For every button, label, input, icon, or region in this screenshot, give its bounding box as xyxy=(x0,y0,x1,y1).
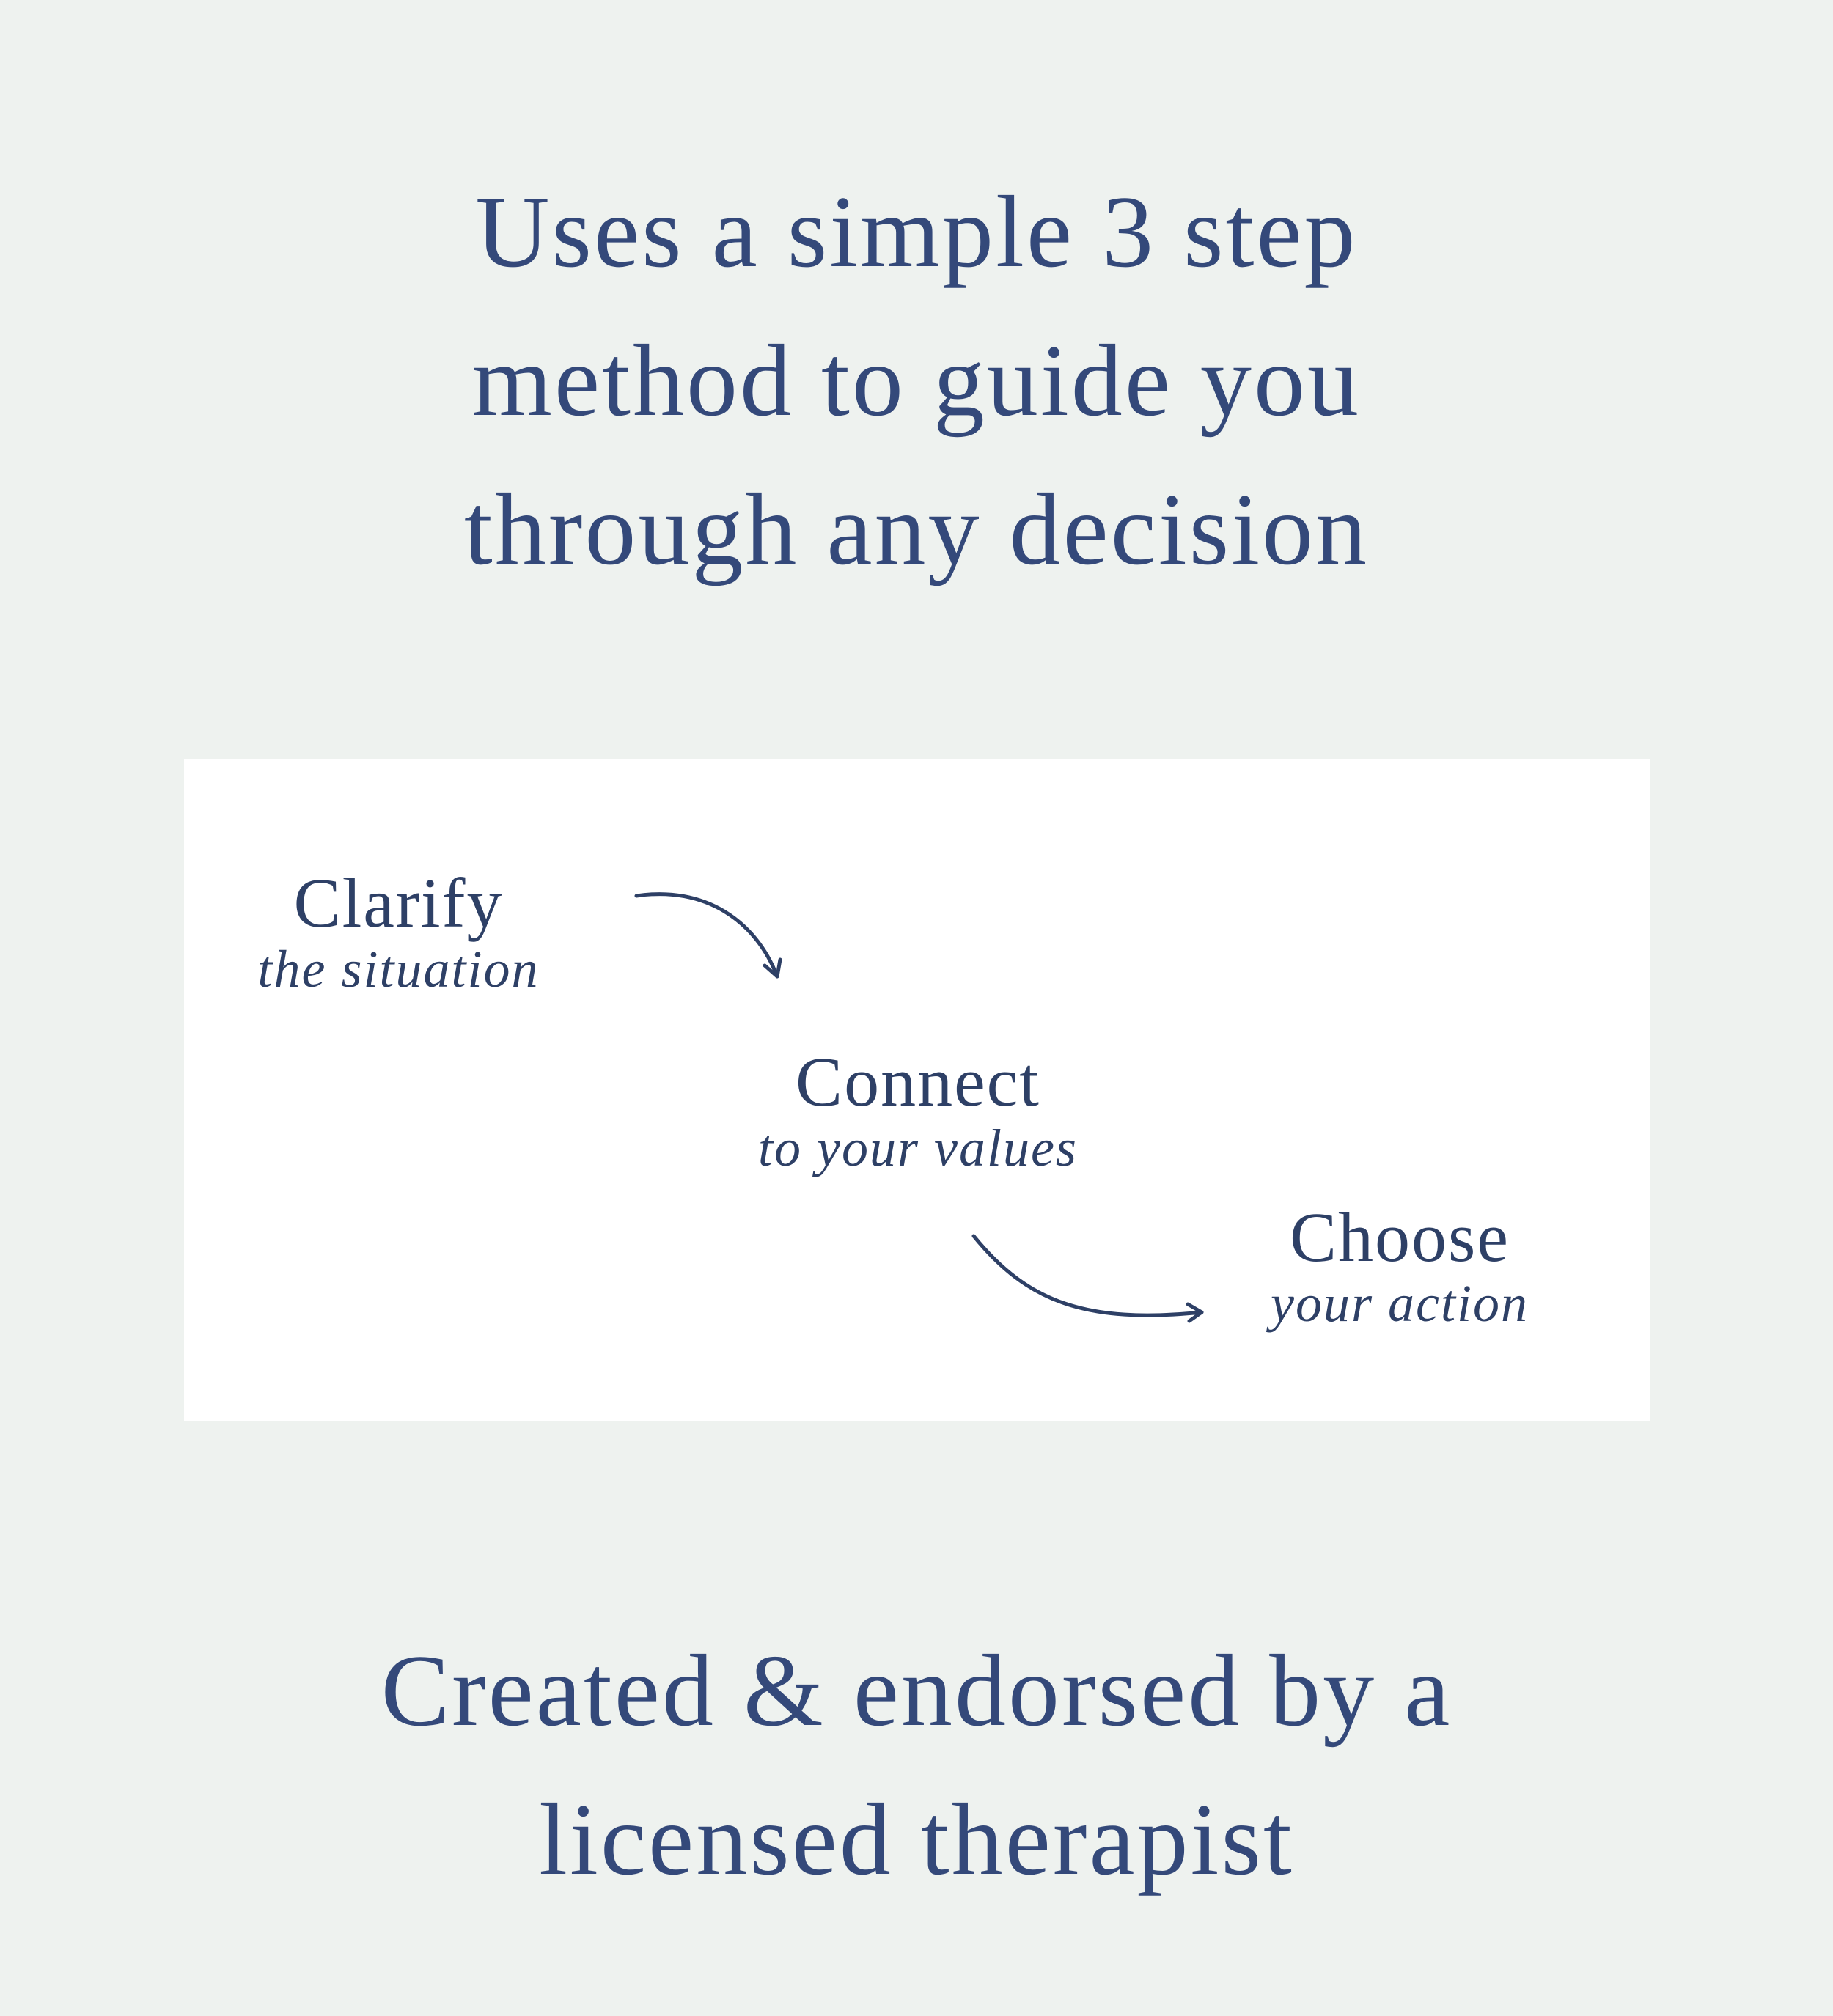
headline-top-line-2: method to guide you xyxy=(472,324,1361,438)
step-clarify-title: Clarify xyxy=(293,864,504,942)
steps-diagram-panel: Clarify the situation Connect to your va… xyxy=(184,759,1650,1421)
step-clarify-subtitle: the situation xyxy=(257,939,540,998)
headline-top-line-1: Uses a simple 3 step xyxy=(475,175,1358,289)
headline-bottom-line-1: Created & endorsed by a xyxy=(381,1634,1452,1748)
step-choose: Choose your action xyxy=(1257,1198,1543,1333)
headline-bottom: Created & endorsed by a licensed therapi… xyxy=(0,1616,1833,1914)
headline-top: Uses a simple 3 step method to guide you… xyxy=(0,158,1833,604)
headline-top-line-3: through any decision xyxy=(463,473,1370,586)
step-connect: Connect to your values xyxy=(742,1045,1094,1177)
arrow-clarify-to-connect-icon xyxy=(634,892,782,979)
step-clarify: Clarify the situation xyxy=(257,864,540,998)
step-choose-subtitle: your action xyxy=(1271,1273,1529,1333)
headline-bottom-line-2: licensed therapist xyxy=(539,1783,1294,1897)
step-connect-title: Connect xyxy=(796,1042,1040,1121)
curved-arrow-icons xyxy=(634,892,1204,1323)
step-connect-subtitle: to your values xyxy=(758,1118,1078,1177)
step-choose-title: Choose xyxy=(1290,1198,1510,1276)
arrow-connect-to-choose-icon xyxy=(971,1234,1204,1323)
